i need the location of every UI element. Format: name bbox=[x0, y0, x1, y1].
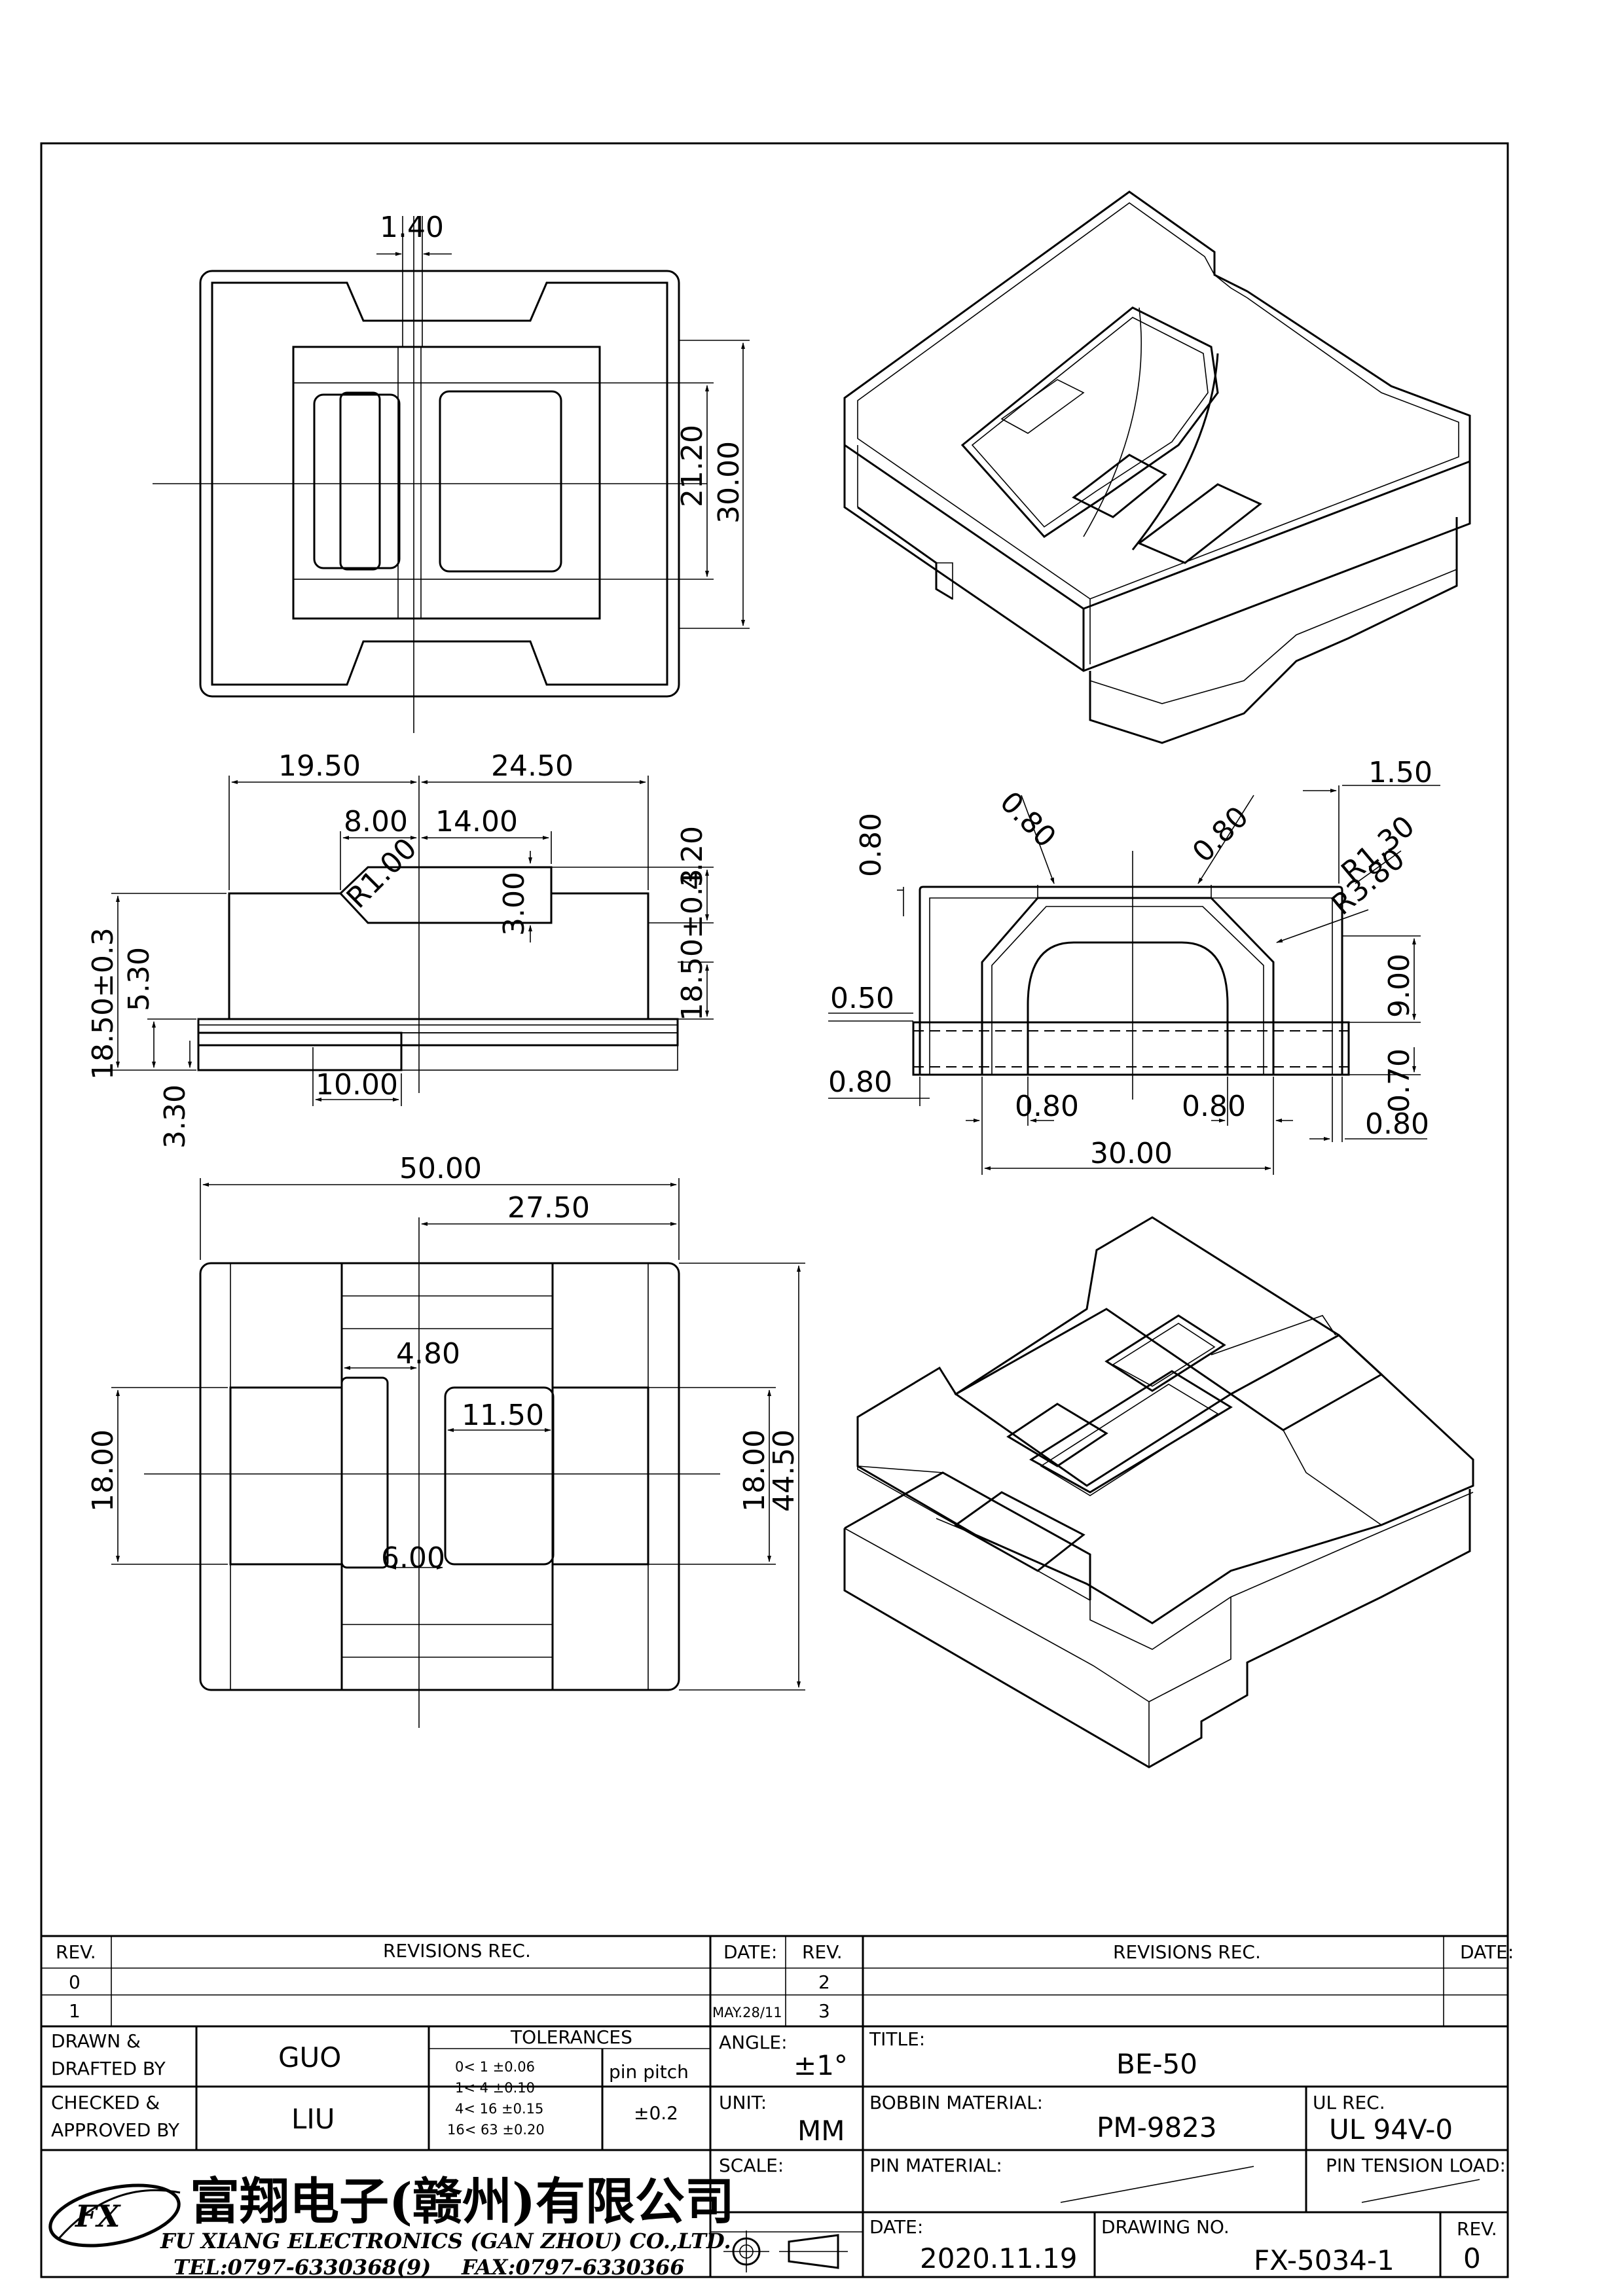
dim-30-00: 30.00 bbox=[712, 441, 746, 524]
company-tel: TEL:0797-6330368(9) bbox=[173, 2255, 431, 2280]
dim-side-0-80-b: 0.80 bbox=[993, 785, 1062, 854]
rev-1-date: MAY.28/11 bbox=[712, 2005, 782, 2020]
drawn-value: GUO bbox=[278, 2041, 341, 2073]
tol-row-1: 1< 4 ±0.10 bbox=[455, 2080, 535, 2096]
tol-row-2: 4< 16 ±0.15 bbox=[455, 2101, 543, 2117]
dim-5-30: 5.30 bbox=[122, 947, 156, 1011]
scale-label: SCALE: bbox=[719, 2155, 784, 2176]
rev-2: 2 bbox=[818, 1971, 830, 1993]
top-view: 1.40 21.20 30.00 bbox=[153, 211, 750, 733]
company-name-en: FU XIANG ELECTRONICS (GAN ZHOU) CO.,LTD. bbox=[160, 2229, 731, 2253]
title-label: TITLE: bbox=[869, 2028, 925, 2050]
dim-27-50: 27.50 bbox=[507, 1191, 590, 1225]
rev-header: REV. bbox=[56, 1941, 96, 1963]
checked-label-2: APPROVED BY bbox=[51, 2119, 180, 2141]
company-logo: FX bbox=[48, 2183, 181, 2248]
date-header: DATE: bbox=[723, 1941, 777, 1963]
unit-label: UNIT: bbox=[719, 2092, 767, 2113]
drawn-label-1: DRAWN & bbox=[51, 2030, 141, 2052]
rev-value: 0 bbox=[1463, 2242, 1481, 2274]
company-name-cn: 富翔电子(赣州)有限公司 bbox=[190, 2172, 735, 2231]
dim-side-0-80-f: 0.80 bbox=[1182, 1090, 1246, 1123]
dim-14-00: 14.00 bbox=[435, 805, 518, 838]
dim-side-30-00: 30.00 bbox=[1090, 1137, 1173, 1170]
dim-18-00-right: 18.00 bbox=[738, 1429, 771, 1512]
dim-side-0-80-d: 0.80 bbox=[828, 1066, 892, 1099]
dim-3-30: 3.30 bbox=[158, 1085, 192, 1149]
dim-side-0-70: 0.70 bbox=[1383, 1049, 1416, 1113]
tolerances-label: TOLERANCES bbox=[510, 2026, 632, 2048]
dim-1-40: 1.40 bbox=[380, 211, 444, 244]
rev-3: 3 bbox=[818, 2000, 830, 2022]
dim-18-50: 18.50±0.3 bbox=[86, 927, 120, 1080]
revisions-header-2: REVISIONS REC. bbox=[1113, 1941, 1261, 1963]
title-block bbox=[41, 1935, 1508, 2277]
dim-4-30: 18.50±0.3 bbox=[676, 869, 709, 1021]
rev-label: REV. bbox=[1457, 2218, 1497, 2240]
isometric-view-bottom bbox=[843, 1216, 1474, 1768]
company-fax: FAX:0797-6330366 bbox=[461, 2255, 685, 2280]
dim-11-50: 11.50 bbox=[462, 1399, 544, 1432]
dim-44-50: 44.50 bbox=[767, 1429, 801, 1512]
dim-8-00: 8.00 bbox=[344, 805, 408, 838]
dim-side-1-50: 1.50 bbox=[1368, 756, 1432, 789]
dim-side-0-80-g: 0.80 bbox=[1365, 1107, 1429, 1141]
tol-row-0: 0< 1 ±0.06 bbox=[455, 2059, 535, 2075]
front-view: 19.50 24.50 8.00 14.00 R1.00 3.00 4.20 1… bbox=[86, 749, 714, 1149]
title-value: BE-50 bbox=[1116, 2048, 1197, 2080]
logo-text: FX bbox=[74, 2198, 122, 2234]
pin-pitch-label: pin pitch bbox=[609, 2061, 689, 2083]
isometric-view-top bbox=[843, 190, 1471, 744]
bobbin-material-value: PM-9823 bbox=[1097, 2111, 1217, 2144]
title-block-text: REV. REVISIONS REC. DATE: REV. REVISIONS… bbox=[48, 1940, 1514, 2280]
sheet-border bbox=[40, 142, 1509, 2278]
drawing-no-label: DRAWING NO. bbox=[1101, 2216, 1230, 2238]
dim-side-9-00: 9.00 bbox=[1383, 954, 1416, 1018]
dim-3-00: 3.00 bbox=[498, 872, 531, 936]
tol-row-3: 16< 63 ±0.20 bbox=[447, 2122, 545, 2138]
dim-side-0-80-a: 0.80 bbox=[854, 813, 888, 877]
angle-label: ANGLE: bbox=[719, 2032, 788, 2053]
dim-24-50: 24.50 bbox=[491, 749, 574, 783]
rev-header-2: REV. bbox=[802, 1941, 843, 1963]
rev-1: 1 bbox=[69, 2000, 81, 2022]
dim-4-20: 4.20 bbox=[676, 826, 709, 890]
side-view: 0.80 0.80 0.80 1.50 R1.30 R3.80 9.00 0.5… bbox=[828, 756, 1440, 1175]
checked-label-1: CHECKED & bbox=[51, 2092, 160, 2113]
ul-rec-label: UL REC. bbox=[1313, 2092, 1385, 2113]
bottom-view: 50.00 27.50 4.80 11.50 6.00 18.00 18.00 … bbox=[86, 1152, 805, 1728]
revisions-header: REVISIONS REC. bbox=[383, 1940, 531, 1962]
rev-0: 0 bbox=[69, 1971, 81, 1993]
dim-side-0-50: 0.50 bbox=[830, 982, 894, 1015]
dim-19-50: 19.50 bbox=[278, 749, 361, 783]
dim-50-00: 50.00 bbox=[399, 1152, 482, 1185]
dim-6-00: 6.00 bbox=[381, 1541, 445, 1575]
drawing-no-value: FX-5034-1 bbox=[1254, 2244, 1395, 2276]
dim-r1-00: R1.00 bbox=[340, 832, 424, 915]
drawn-label-2: DRAFTED BY bbox=[51, 2058, 166, 2079]
dim-4-80: 4.80 bbox=[396, 1337, 460, 1371]
date-label: DATE: bbox=[869, 2216, 923, 2238]
unit-value: MM bbox=[797, 2115, 845, 2147]
dim-side-0-80-e: 0.80 bbox=[1015, 1090, 1079, 1123]
pin-pitch-value: ±0.2 bbox=[634, 2102, 678, 2124]
dim-10-00: 10.00 bbox=[316, 1068, 398, 1102]
date-value: 2020.11.19 bbox=[920, 2242, 1077, 2274]
pin-tension-label: PIN TENSION LOAD: bbox=[1326, 2155, 1506, 2176]
ul-rec-value: UL 94V-0 bbox=[1329, 2113, 1453, 2145]
pin-material-label: PIN MATERIAL: bbox=[869, 2155, 1002, 2176]
angle-value: ±1° bbox=[793, 2049, 848, 2081]
dim-18-00-left: 18.00 bbox=[86, 1429, 120, 1512]
date-header-2: DATE: bbox=[1460, 1941, 1514, 1963]
bobbin-material-label: BOBBIN MATERIAL: bbox=[869, 2092, 1043, 2113]
checked-value: LIU bbox=[291, 2103, 335, 2135]
dim-21-20: 21.20 bbox=[676, 425, 709, 507]
